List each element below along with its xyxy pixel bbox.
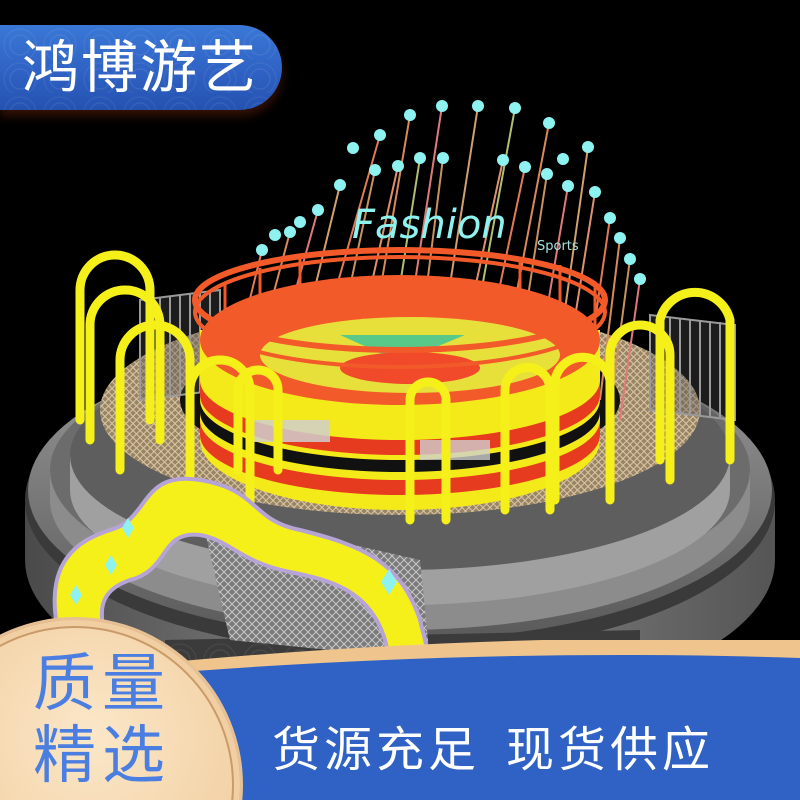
slogan-supply: 货源充足	[272, 722, 481, 778]
badge-line-1: 质量	[33, 647, 171, 720]
footer-slogans: 货源充足现货供应	[272, 720, 714, 780]
fashion-sign: Fashion	[352, 202, 507, 248]
sports-sign: Sports	[537, 239, 579, 254]
quality-badge-text: 质量 精选	[33, 648, 171, 792]
brand-banner: 鸿博游艺	[0, 25, 282, 110]
slogan-in-stock: 现货供应	[506, 722, 715, 778]
brand-title: 鸿博游艺	[22, 35, 258, 101]
badge-line-2: 精选	[33, 719, 171, 792]
